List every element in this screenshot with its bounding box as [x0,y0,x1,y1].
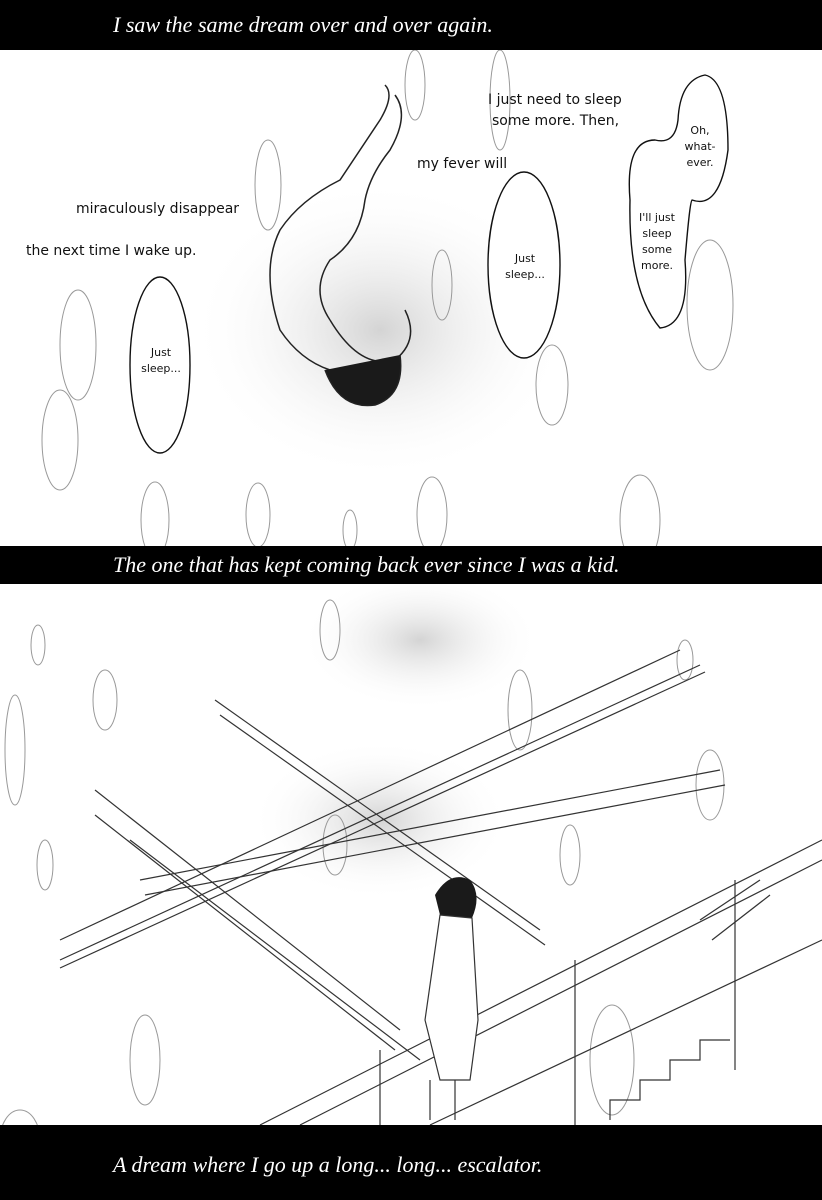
narration-text: A dream where I go up a long... long... … [113,1152,543,1177]
narration-band-top: I saw the same dream over and over again… [0,0,822,50]
monologue-line: my fever will [417,156,508,172]
floating-boy [269,84,412,407]
screentone-shade [190,180,570,480]
narration-text: The one that has kept coming back ever s… [113,552,620,577]
speech-bubble-text: I'll just sleep some more. [639,211,675,272]
speech-bubble-text: Just sleep... [141,346,181,375]
speech-bubble-text: Just sleep... [505,252,545,281]
narration-band-middle: The one that has kept coming back ever s… [0,546,822,584]
monologue-line: miraculously disappear [76,201,240,217]
standing-boy [424,877,479,1120]
monologue-line: I just need to sleep [488,92,622,108]
speech-bubble-text: Oh, what- ever. [684,124,716,169]
escalators [59,649,822,1126]
monologue-line: some more. Then, [492,113,620,129]
monologue-line: the next time I wake up. [26,243,197,259]
narration-band-bottom: A dream where I go up a long... long... … [0,1125,822,1200]
speech-bubbles [129,74,729,454]
floating-ovals [41,49,734,566]
narration-text: I saw the same dream over and over again… [113,12,493,37]
